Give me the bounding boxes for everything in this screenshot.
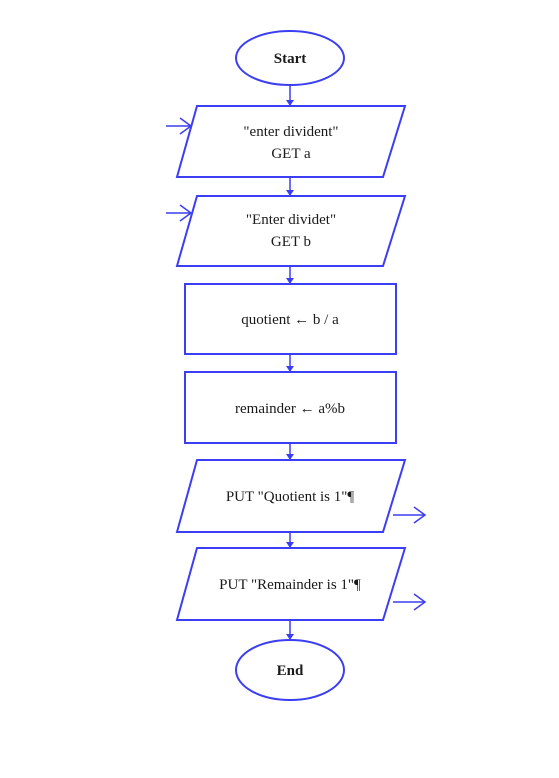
output-remainder-node: PUT "Remainder is 1"¶: [175, 547, 407, 621]
input-arrow-b-head: [179, 204, 193, 222]
end-ellipse: [235, 639, 345, 701]
arrowhead-input-b: [286, 190, 294, 196]
remainder-label: remainder ← a%b: [235, 401, 345, 417]
start-ellipse: [235, 30, 345, 86]
quotient-node: quotient ← b / a: [184, 283, 397, 355]
input-a-prompt: "enter divident": [243, 124, 338, 140]
arrowhead-remainder: [286, 366, 294, 372]
quotient-rect: [184, 283, 397, 355]
remainder-node: remainder ← a%b: [184, 371, 397, 444]
output-arrow-quotient-head: [413, 506, 427, 524]
input-b-parallelogram: [175, 195, 407, 267]
input-a-get: GET a: [271, 146, 311, 162]
arrowhead-input-a: [286, 100, 294, 106]
input-b-node: "Enter dividet" GET b: [175, 195, 407, 267]
end-label: End: [277, 663, 304, 679]
output-remainder-parallelogram: [175, 547, 407, 621]
input-a-parallelogram: [175, 105, 407, 178]
input-b-prompt: "Enter dividet": [246, 212, 336, 228]
arrowhead-quotient: [286, 278, 294, 284]
input-a-node: "enter divident" GET a: [175, 105, 407, 178]
output-quotient-node: PUT "Quotient is 1"¶: [175, 459, 407, 533]
output-arrow-remainder-head: [413, 593, 427, 611]
start-label: Start: [274, 51, 307, 67]
output-quotient-label: PUT "Quotient is 1"¶: [226, 489, 355, 505]
remainder-rect: [184, 371, 397, 444]
end-node: End: [235, 639, 345, 701]
start-node: Start: [235, 30, 345, 86]
arrowhead-output-remainder: [286, 542, 294, 548]
output-quotient-parallelogram: [175, 459, 407, 533]
quotient-label: quotient ← b / a: [241, 312, 339, 328]
arrowhead-end: [286, 634, 294, 640]
input-b-get: GET b: [271, 234, 311, 250]
output-remainder-label: PUT "Remainder is 1"¶: [219, 577, 361, 593]
arrowhead-output-quotient: [286, 454, 294, 460]
